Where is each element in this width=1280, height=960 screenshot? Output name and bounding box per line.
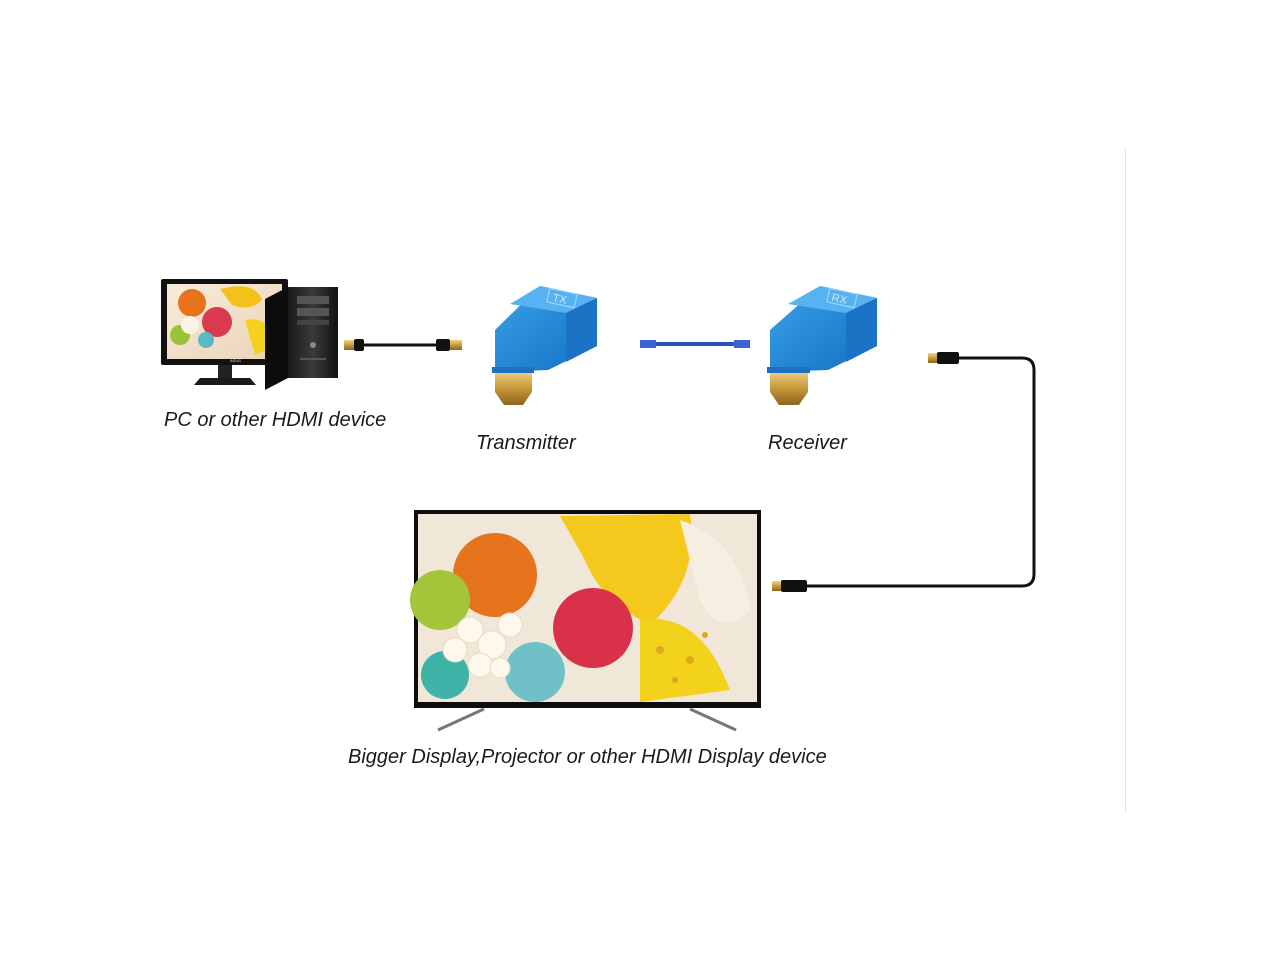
pc-label: PC or other HDMI device bbox=[164, 409, 387, 431]
lan-cable bbox=[640, 340, 750, 348]
right-divider bbox=[1125, 148, 1126, 813]
pc-monitor: ASUS bbox=[161, 279, 288, 385]
tx-mark: TX bbox=[552, 292, 569, 307]
receiver-label: Receiver bbox=[768, 432, 847, 454]
hdmi-cable-pc-to-transmitter bbox=[344, 339, 462, 351]
monitor-brand-text: ASUS bbox=[230, 358, 241, 363]
receiver-adapter: RX bbox=[767, 286, 877, 405]
rx-mark: RX bbox=[831, 292, 849, 307]
display-label: Bigger Display,Projector or other HDMI D… bbox=[348, 746, 827, 768]
display-tv bbox=[410, 510, 761, 732]
pc-tower bbox=[265, 287, 338, 390]
hdmi-cable-receiver-to-display bbox=[772, 352, 1036, 592]
transmitter-adapter: TX bbox=[492, 286, 597, 405]
transmitter-label: Transmitter bbox=[476, 432, 576, 454]
